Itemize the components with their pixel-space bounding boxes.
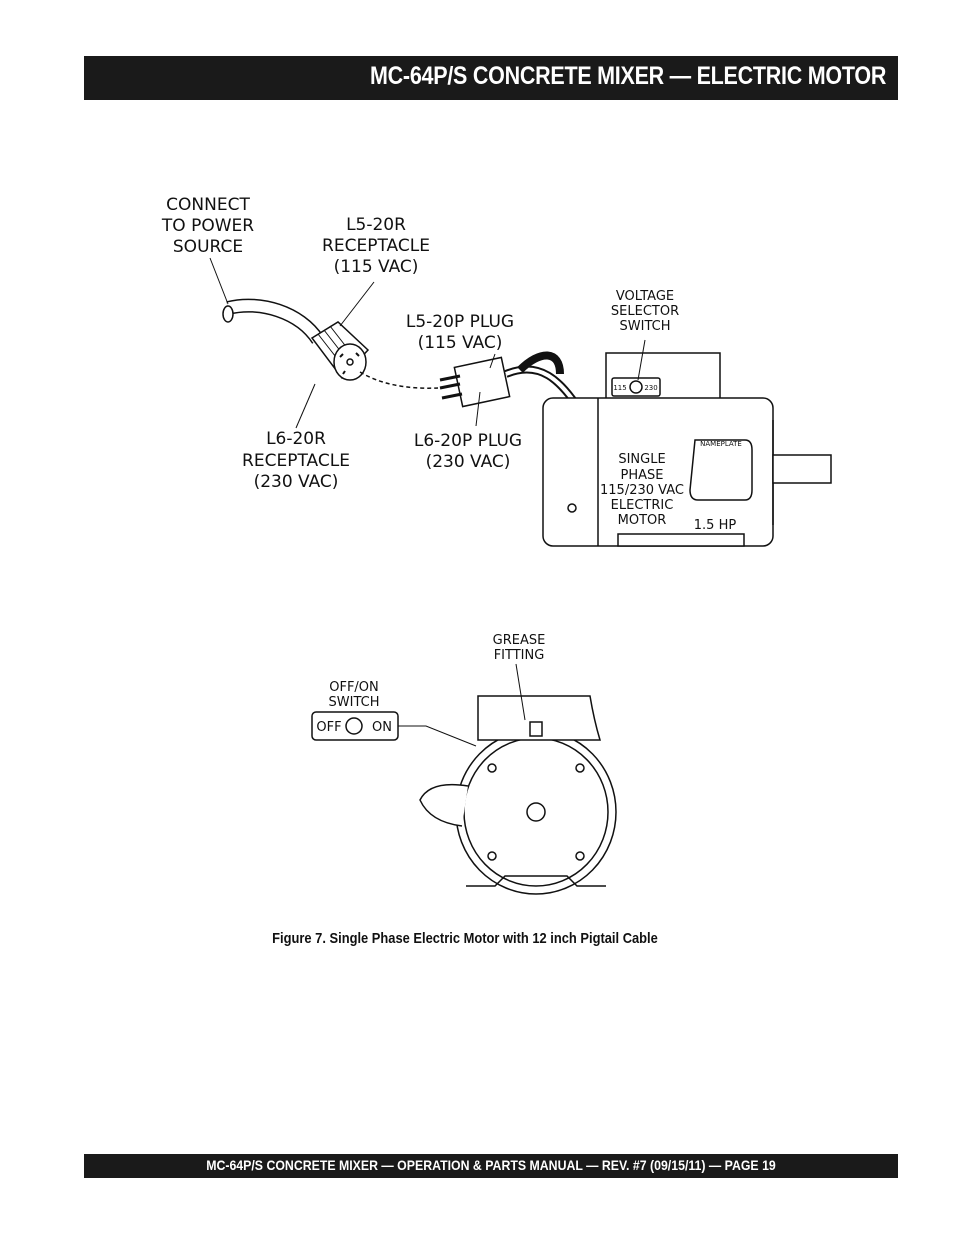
l5-20p-label-2: (115 VAC) <box>418 333 503 353</box>
l5-20r-label-3: (115 VAC) <box>334 257 419 277</box>
voltage-switch-label-1: VOLTAGE <box>616 289 674 304</box>
power-source-label-3: SOURCE <box>173 237 243 257</box>
grease-label-2: FITTING <box>494 648 545 663</box>
power-source-label-1: CONNECT <box>166 195 250 215</box>
l6-20r-label-3: (230 VAC) <box>254 472 339 492</box>
l6-20r-label-2: RECEPTACLE <box>242 451 350 471</box>
voltage-switch-label-3: SWITCH <box>620 319 671 334</box>
motor-body <box>542 352 832 547</box>
on-label: ON <box>372 720 392 735</box>
page-title: MC-64P/S CONCRETE MIXER — ELECTRIC MOTOR <box>369 62 886 90</box>
off-label: OFF <box>316 720 341 735</box>
offon-switch-icon <box>311 711 477 747</box>
l5-20r-label-1: L5-20R <box>346 215 406 235</box>
motor-label-3: 115/230 VAC <box>600 483 684 498</box>
l6-20p-label-2: (230 VAC) <box>426 452 511 472</box>
l5-20r-label-2: RECEPTACLE <box>322 236 430 256</box>
footer-text: MC-64P/S CONCRETE MIXER — OPERATION & PA… <box>206 1157 776 1173</box>
nameplate-label: NAMEPLATE <box>700 440 742 448</box>
l6-20p-label-1: L6-20P PLUG <box>414 431 522 451</box>
figure-caption: Figure 7. Single Phase Electric Motor wi… <box>272 930 658 947</box>
grease-label-1: GREASE <box>493 633 546 648</box>
l6-20r-label-1: L6-20R <box>266 429 326 449</box>
motor-end-view <box>419 695 617 895</box>
offon-label-1: OFF/ON <box>329 680 379 695</box>
motor-label-5: MOTOR <box>618 513 667 528</box>
voltage-switch-label-2: SELECTOR <box>611 304 679 319</box>
power-source-label-2: TO POWER <box>161 216 254 236</box>
switch-115-label: 115 <box>613 384 626 392</box>
l5-20p-label-1: L5-20P PLUG <box>406 312 514 332</box>
motor-label-4: ELECTRIC <box>611 498 674 513</box>
motor-label-1: SINGLE <box>618 452 665 467</box>
receptacle-icon <box>310 321 370 381</box>
motor-label-2: PHASE <box>621 468 664 483</box>
header-bar: MC-64P/S CONCRETE MIXER — ELECTRIC MOTOR <box>84 56 898 100</box>
footer-bar: MC-64P/S CONCRETE MIXER — OPERATION & PA… <box>84 1154 898 1178</box>
switch-230-label: 230 <box>644 384 657 392</box>
offon-label-2: SWITCH <box>329 695 380 710</box>
hp-label: 1.5 HP <box>694 518 737 533</box>
